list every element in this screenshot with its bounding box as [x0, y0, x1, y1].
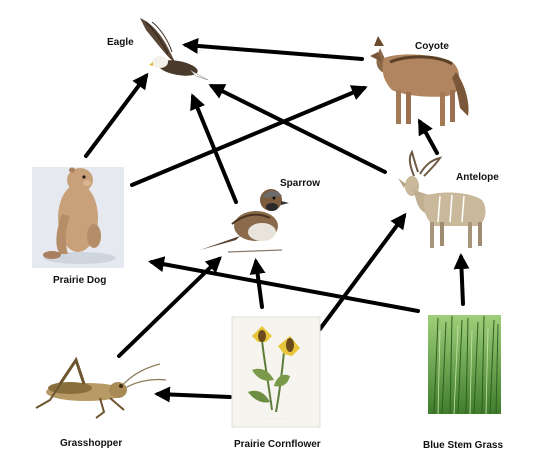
coyote-illustration	[370, 36, 469, 126]
arrow-prairie-dog-to-coyote	[130, 85, 368, 187]
prairie-cornflower-label: Prairie Cornflower	[234, 439, 321, 450]
prairie-cornflower-illustration: · · · · · · · · · ·	[231, 316, 321, 428]
svg-text:· · · · · · · · · ·: · · · · · · · · · ·	[268, 417, 285, 421]
arrow-grass-to-antelope	[453, 253, 470, 306]
blue-stem-grass-illustration	[428, 315, 501, 415]
grasshopper-label: Grasshopper	[60, 438, 122, 449]
arrows	[84, 37, 470, 403]
coyote-label: Coyote	[415, 41, 449, 52]
arrow-cornflower-to-grasshopper	[154, 386, 232, 403]
arrow-grasshopper-to-sparrow	[117, 256, 222, 358]
prairie-dog-label: Prairie Dog	[53, 275, 106, 286]
eagle-illustration	[140, 18, 209, 81]
sparrow-illustration	[200, 189, 289, 253]
antelope-label: Antelope	[456, 172, 499, 183]
arrow-cornflower-to-antelope	[318, 212, 407, 331]
grasshopper-illustration	[35, 356, 167, 419]
antelope-illustration	[398, 149, 486, 248]
arrow-grass-to-prairie-dog	[148, 256, 420, 313]
arrow-antelope-to-eagle	[208, 84, 387, 174]
arrow-prairie-dog-to-eagle	[84, 72, 149, 158]
eagle-label: Eagle	[107, 37, 134, 48]
arrow-antelope-to-coyote	[418, 118, 439, 155]
prairie-dog-illustration	[32, 167, 124, 268]
blue-stem-grass-label: Blue Stem Grass	[423, 440, 503, 451]
sparrow-label: Sparrow	[280, 178, 320, 189]
arrow-cornflower-to-sparrow	[249, 258, 266, 309]
arrow-coyote-to-eagle	[182, 37, 364, 61]
